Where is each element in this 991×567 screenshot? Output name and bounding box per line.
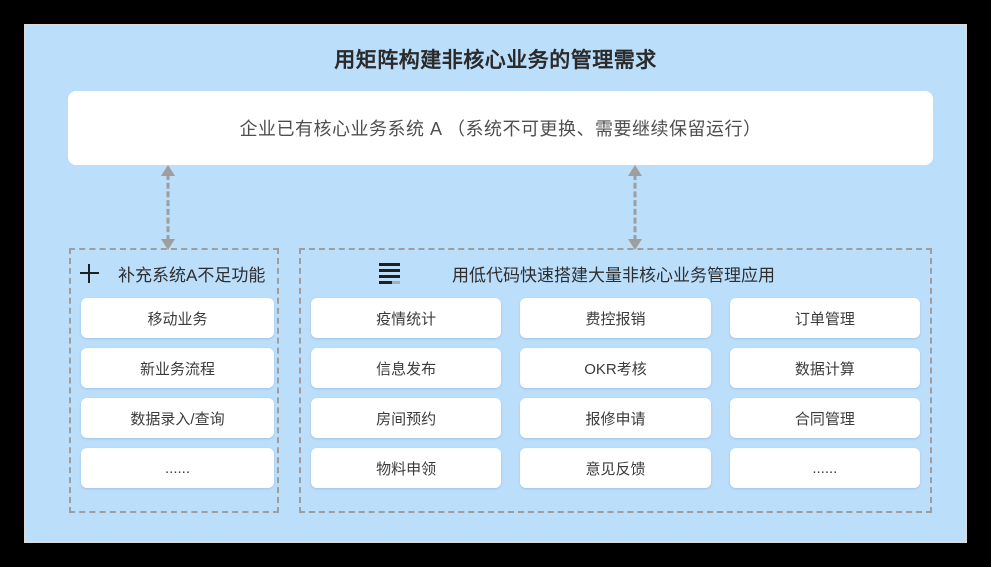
dashed-arrow-shaft	[633, 174, 637, 241]
low-code-apps-box: 用低代码快速搭建大量非核心业务管理应用 疫情统计 费控报销 订单管理 信息发布	[299, 248, 932, 513]
feature-card: ......	[81, 448, 274, 488]
app-card-label: 意见反馈	[585, 460, 646, 478]
feature-card-label: 数据录入/查询	[130, 410, 225, 428]
app-card-label: 费控报销	[585, 310, 646, 328]
plus-icon	[80, 263, 99, 283]
feature-card-label: 新业务流程	[139, 360, 215, 378]
app-card-label: 物料申领	[376, 460, 437, 478]
app-card-label: 疫情统计	[376, 310, 437, 328]
arrow-up-icon	[628, 165, 642, 176]
right-bidirectional-arrow	[628, 165, 642, 250]
supplement-item-list: 移动业务 新业务流程 数据录入/查询 ......	[81, 298, 274, 488]
feature-card-label: 移动业务	[147, 310, 208, 328]
app-card-label: 房间预约	[376, 410, 437, 428]
core-system-banner: 企业已有核心业务系统 A （系统不可更换、需要继续保留运行）	[68, 91, 933, 165]
app-card: ......	[729, 448, 920, 488]
app-card-label: 报修申请	[585, 410, 646, 428]
list-icon	[379, 262, 400, 284]
supplement-box-title: 补充系统A不足功能	[118, 265, 266, 285]
low-code-box-title: 用低代码快速搭建大量非核心业务管理应用	[452, 265, 775, 285]
app-card: 报修申请	[520, 398, 711, 438]
dashed-arrow-shaft	[166, 174, 170, 241]
app-card-label: ......	[812, 459, 838, 477]
app-card: 数据计算	[729, 348, 920, 388]
app-card: 意见反馈	[520, 448, 711, 488]
app-card: 合同管理	[729, 398, 920, 438]
page-title: 用矩阵构建非核心业务的管理需求	[334, 49, 657, 72]
feature-card: 数据录入/查询	[81, 398, 274, 438]
app-card-grid: 疫情统计 费控报销 订单管理 信息发布 OKR考核	[311, 298, 920, 488]
app-card: 房间预约	[311, 398, 502, 438]
app-card: 费控报销	[520, 298, 711, 338]
arrow-down-icon	[161, 239, 175, 250]
supplement-functions-box: 补充系统A不足功能 移动业务 新业务流程 数据录入/查询 ......	[69, 248, 279, 513]
app-card-label: 订单管理	[794, 310, 855, 328]
left-bidirectional-arrow	[161, 165, 175, 250]
app-card: 订单管理	[729, 298, 920, 338]
core-system-banner-label: 企业已有核心业务系统 A （系统不可更换、需要继续保留运行）	[239, 119, 762, 139]
app-card: 疫情统计	[311, 298, 502, 338]
feature-card: 新业务流程	[81, 348, 274, 388]
app-card-label: 信息发布	[376, 360, 437, 378]
app-card-label: OKR考核	[584, 360, 647, 378]
arrow-down-icon	[628, 239, 642, 250]
low-code-box-header: 用低代码快速搭建大量非核心业务管理应用	[301, 250, 930, 296]
supplement-box-header: 补充系统A不足功能	[71, 250, 277, 296]
arrow-up-icon	[161, 165, 175, 176]
app-card-label: 合同管理	[794, 410, 855, 428]
app-card: 物料申领	[311, 448, 502, 488]
app-card: 信息发布	[311, 348, 502, 388]
app-card-label: 数据计算	[794, 360, 855, 378]
app-card: OKR考核	[520, 348, 711, 388]
feature-card: 移动业务	[81, 298, 274, 338]
feature-card-label: ......	[164, 459, 190, 477]
